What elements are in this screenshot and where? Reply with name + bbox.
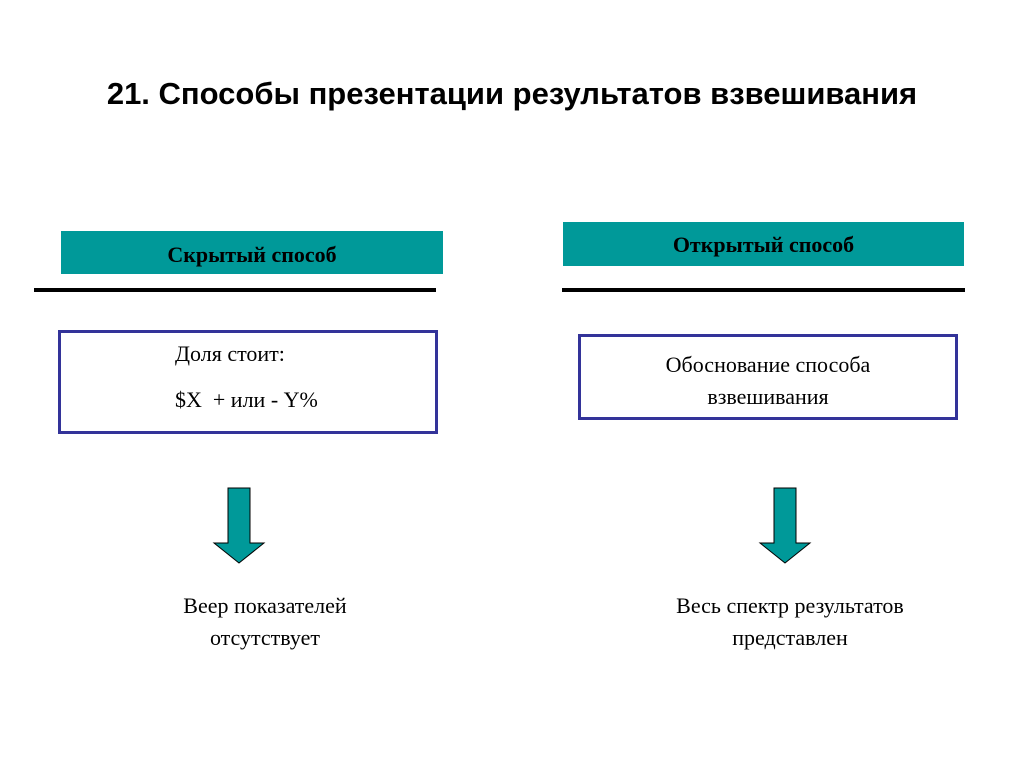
right-divider — [562, 288, 965, 292]
open-method-caption: Весь спектр результатов представлен — [610, 590, 970, 654]
open-method-header: Открытый способ — [563, 222, 964, 266]
down-arrow-icon — [758, 487, 812, 564]
hidden-method-caption: Веер показателей отсутствует — [120, 590, 410, 654]
left-divider — [34, 288, 436, 292]
hidden-method-box: Доля стоит: $X + или - Y% — [58, 330, 438, 434]
hidden-method-header: Скрытый способ — [61, 231, 443, 274]
hidden-method-box-line2: $X + или - Y% — [175, 387, 318, 412]
open-method-caption-line2: представлен — [732, 625, 848, 650]
open-method-box-line1: Обоснование способа — [665, 352, 871, 377]
hidden-method-box-line1: Доля стоит: — [175, 341, 285, 366]
hidden-method-caption-line2: отсутствует — [209, 625, 321, 650]
open-method-box: Обоснование способа взвешивания — [578, 334, 958, 420]
hidden-method-caption-line1: Веер показателей — [183, 593, 347, 618]
open-method-box-line2: взвешивания — [707, 384, 829, 409]
page-title: 21. Способы презентации результатов взве… — [106, 76, 918, 111]
open-method-caption-line1: Весь спектр результатов — [676, 593, 904, 618]
down-arrow-icon — [212, 487, 266, 564]
